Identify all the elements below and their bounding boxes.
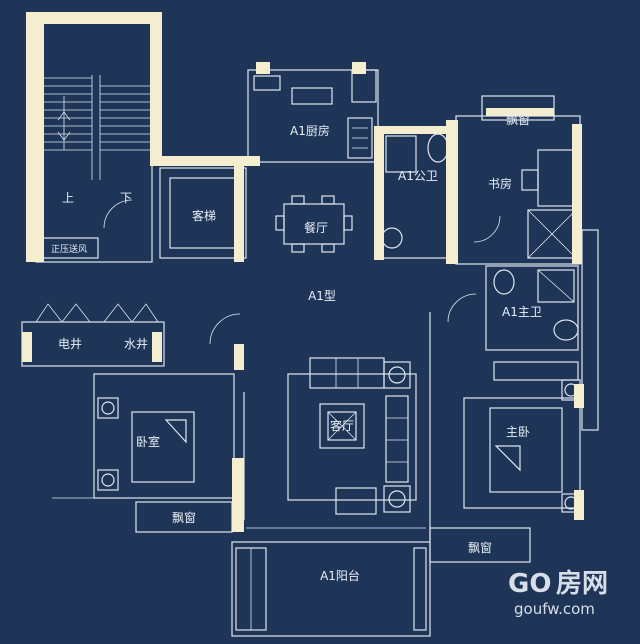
label-bedroom: 卧室 [136, 434, 160, 449]
outline-lines [21, 21, 599, 637]
label-bay-window-left: 飘窗 [172, 511, 196, 525]
watermark: GO 房网 goufw.com [508, 569, 608, 618]
label-master-bedroom: 主卧 [506, 425, 530, 439]
label-study: 书房 [488, 176, 512, 191]
label-pressure-vent: 正压送风 [51, 243, 87, 255]
watermark-logo-go: GO [508, 569, 551, 599]
label-elevator: 客梯 [192, 208, 216, 223]
label-stair-up: 上 [62, 191, 74, 205]
watermark-logo-cn: 房网 [556, 569, 608, 599]
label-dining: 餐厅 [304, 220, 328, 235]
label-floor-type: A1型 [308, 289, 336, 303]
label-living: 客厅 [330, 418, 354, 433]
label-stair-down: 下 [120, 191, 132, 205]
label-master-bath: A1主卫 [502, 305, 542, 319]
label-bay-window-top: 飘窗 [506, 113, 530, 127]
label-kitchen: A1厨房 [290, 123, 330, 138]
room-labels: A1厨房 餐厅 A1公卫 书房 客梯 上 下 正压送风 A1型 A1主卫 电井 … [51, 113, 542, 583]
label-bay-window-right: 飘窗 [468, 541, 492, 555]
label-electric-shaft: 电井 [58, 337, 82, 351]
walls [22, 12, 584, 532]
label-public-bath: A1公卫 [398, 169, 438, 183]
watermark-url: goufw.com [514, 600, 595, 618]
label-balcony: A1阳台 [320, 568, 360, 583]
label-water-shaft: 水井 [124, 337, 148, 351]
